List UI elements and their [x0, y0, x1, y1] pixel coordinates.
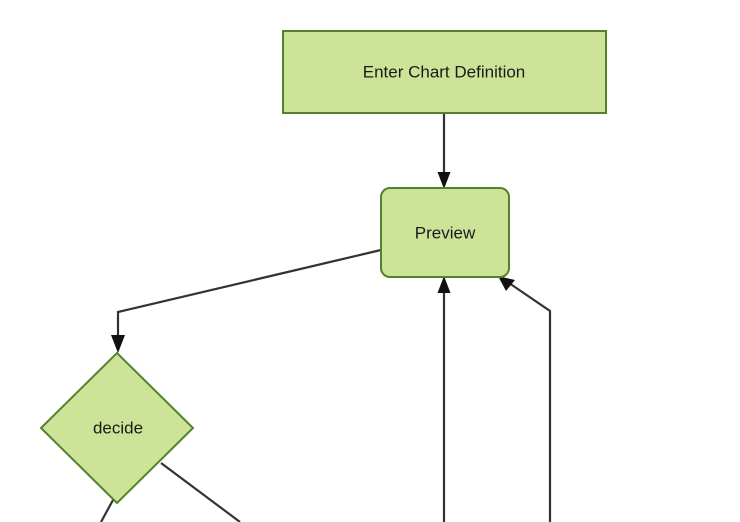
edge-line: [160, 462, 241, 522]
edge-decide-branch-left: [100, 499, 114, 522]
arrow-head-icon: [498, 276, 515, 291]
node-enter-chart-definition[interactable]: Enter Chart Definition: [282, 30, 607, 114]
edge-line: [100, 499, 114, 522]
edge-return-center-to-preview: [437, 276, 451, 522]
edge-line: [116, 248, 382, 341]
node-shape-rectangle[interactable]: [282, 30, 607, 114]
node-label-preview: Preview: [415, 223, 476, 242]
arrow-head-icon: [437, 172, 451, 189]
edge-enter-to-preview: [437, 113, 451, 189]
node-shape-rounded-rectangle[interactable]: [380, 187, 510, 278]
node-shape-diamond[interactable]: [39, 351, 195, 505]
node-label-enter-chart-definition: Enter Chart Definition: [363, 62, 526, 81]
node-preview[interactable]: Preview: [380, 187, 510, 278]
edge-return-right-to-preview: [498, 276, 552, 522]
node-label-decide: decide: [93, 418, 143, 437]
node-decide[interactable]: decide: [39, 351, 195, 505]
edge-preview-to-decide: [111, 248, 382, 353]
arrow-head-icon: [437, 276, 451, 293]
edge-line: [508, 282, 552, 522]
arrow-head-icon: [111, 335, 125, 353]
edge-decide-branch-right: [160, 462, 241, 522]
